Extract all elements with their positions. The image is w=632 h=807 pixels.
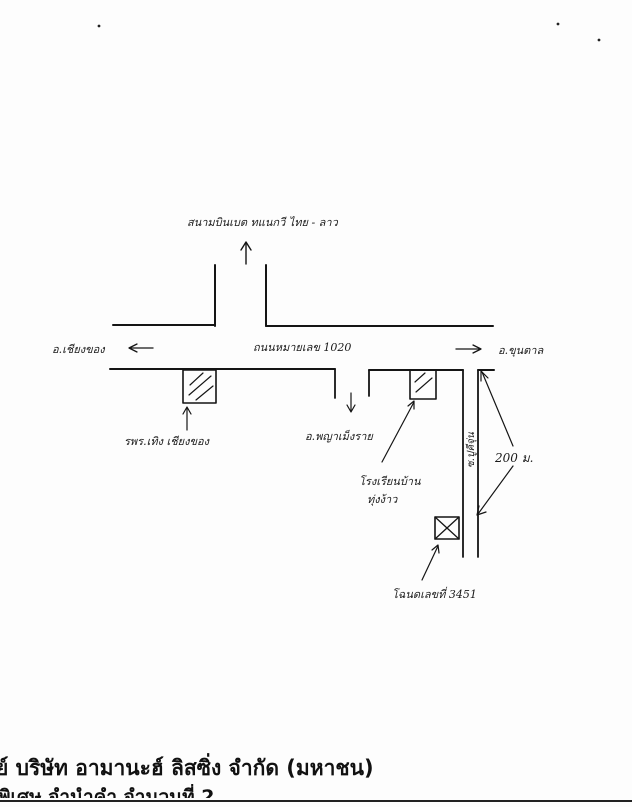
school-pointer-head (407, 400, 415, 410)
north-label: สนามบินเบต ทแนกวี ไทย - ลาว (187, 216, 339, 229)
school-label-line-1: โรงเรียนบ้าน (359, 475, 421, 488)
north-arrow-head (240, 241, 252, 251)
scan-speck (97, 24, 101, 28)
left-building-label: รพร.เทิง เชียงของ (124, 435, 211, 448)
distance-label: 200 ม. (494, 451, 533, 465)
side-road-label: ซ.ปูคีจุ่น (465, 431, 477, 468)
footer-company-line: ย์ บริษัท อามานะฮ์ ลิสซิ่ง จำกัด (มหาชน) (0, 756, 374, 780)
land-plot-cross (434, 516, 460, 540)
land-plot-pointer-head (431, 544, 440, 554)
east-label: อ.ขุนตาล (498, 344, 544, 357)
school-pointer (381, 401, 415, 463)
school-hatch (415, 377, 433, 393)
land-plot-pointer (421, 545, 439, 581)
distance-arrow-up (481, 371, 514, 447)
scan-speck (597, 38, 601, 42)
south-turn-arrow-head (346, 404, 356, 413)
left-building (182, 369, 217, 404)
east-arrow-head (472, 344, 482, 354)
west-arrow-head (128, 343, 138, 353)
main-road-label: ถนนหมายเลข 1020 (253, 341, 351, 354)
south-turn-label: อ.พญาเม็งราย (305, 429, 374, 443)
school-label-line-2: ทุ่งง้าว (367, 493, 398, 506)
left-building-hatch (195, 385, 214, 401)
land-plot-label: โฉนดเลขที่ 3451 (392, 586, 477, 601)
school-hatch (414, 372, 426, 383)
footer-subtitle-line: พิเศษ จำนำคำ จำนวนที่ 2 (0, 786, 215, 798)
left-building-hatch (189, 372, 204, 386)
scan-speck (556, 22, 560, 26)
distance-arrow-up-head (480, 370, 489, 382)
land-plot-marker (434, 516, 460, 540)
left-building-pointer-head (182, 406, 192, 415)
distance-arrow-down (477, 465, 514, 515)
school-building (409, 369, 437, 400)
left-building-hatch (188, 375, 212, 396)
distance-arrow-down-head (476, 505, 487, 516)
west-label: อ.เชียงของ (52, 343, 106, 356)
footer-divider (0, 800, 632, 802)
